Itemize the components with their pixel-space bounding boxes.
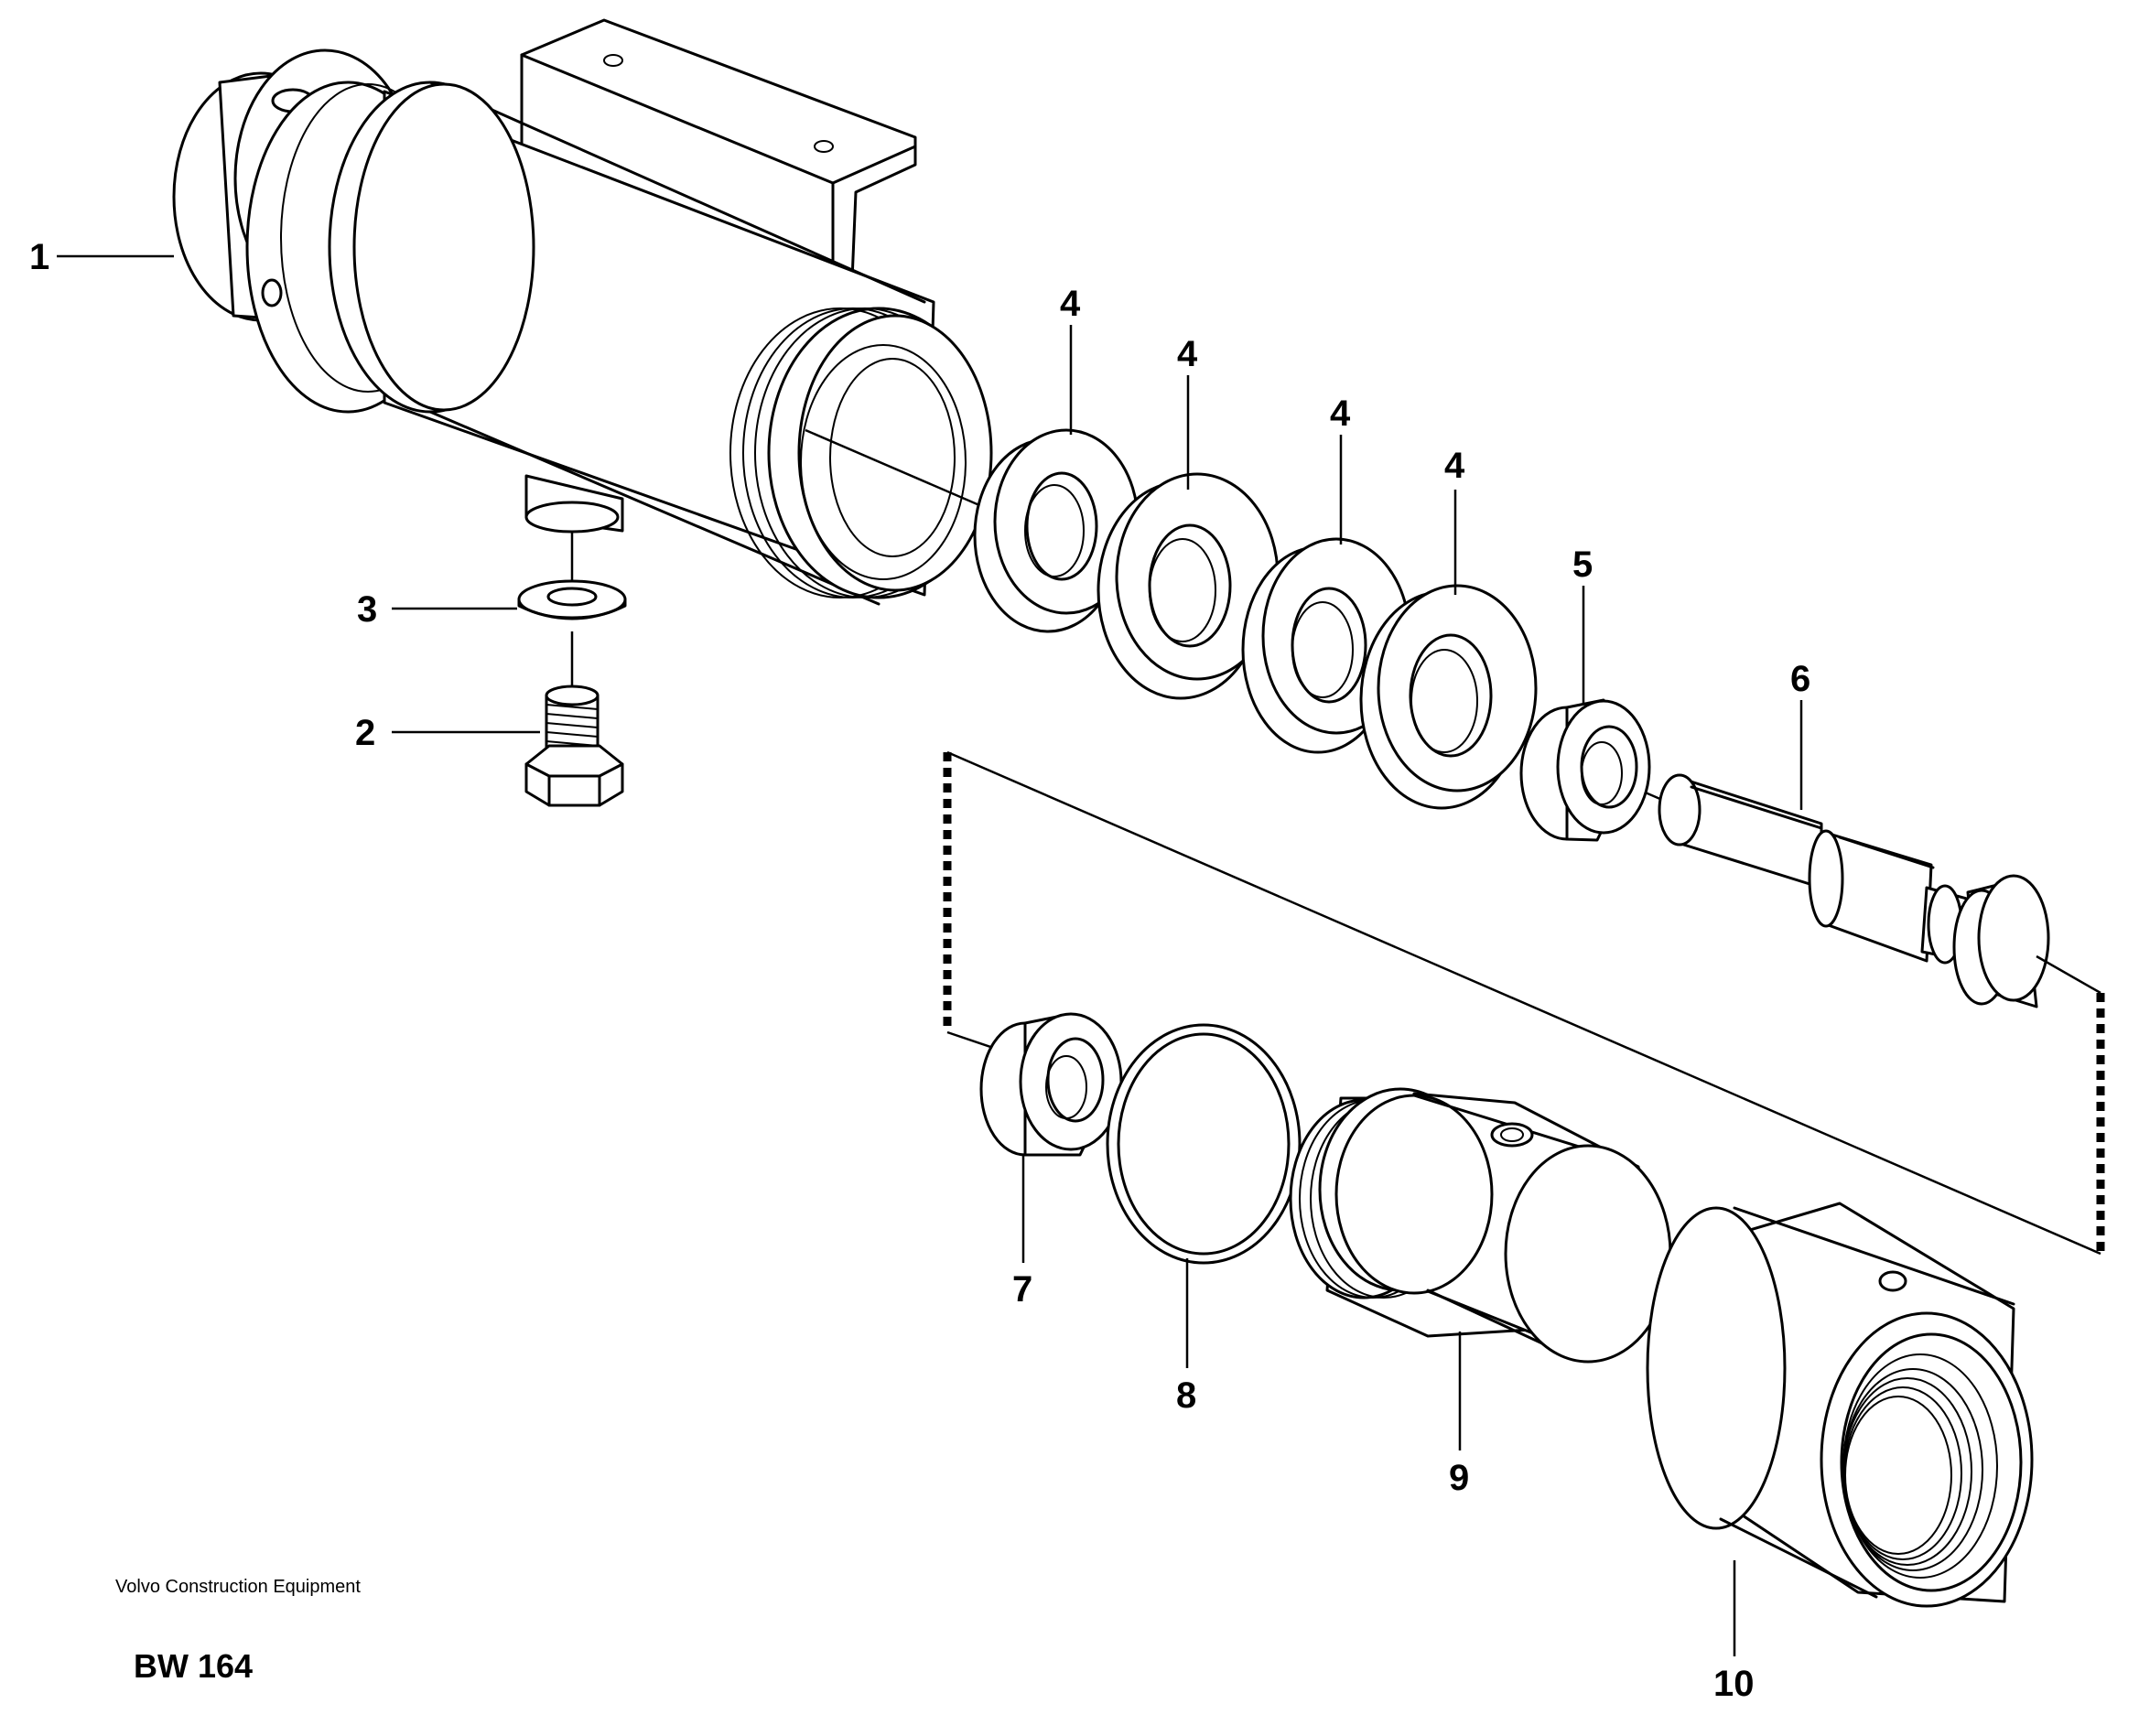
frame-line-upper [946, 750, 2101, 1256]
callout-2: 2 [355, 713, 375, 753]
part-4-seal-ring-d [1359, 584, 1538, 810]
brand-label: Volvo Construction Equipment [115, 1577, 361, 1597]
part-5-bushing [1519, 698, 1651, 842]
callout-7: 7 [1012, 1269, 1032, 1310]
callout-4-a: 4 [1060, 284, 1081, 324]
part-7-wiper [979, 1012, 1123, 1157]
part-6-piston-rod [1658, 773, 2050, 1008]
callout-10: 10 [1713, 1664, 1755, 1704]
callout-1: 1 [29, 237, 49, 277]
part-8-o-ring [1106, 1023, 1302, 1265]
callout-8: 8 [1176, 1375, 1196, 1416]
part-10-cap-nut [1646, 1202, 2034, 1608]
part-3-washer [517, 579, 627, 620]
callout-3: 3 [357, 589, 377, 630]
part-9-cylinder-head [1289, 1087, 1672, 1364]
part-4-seal-ring-b [1097, 472, 1280, 700]
callout-9: 9 [1449, 1458, 1469, 1498]
callout-4-b: 4 [1177, 334, 1198, 374]
callout-6: 6 [1790, 659, 1810, 699]
part-2-drain-plug [524, 685, 624, 807]
part-1-cylinder-housing [172, 18, 993, 606]
leader-lines [57, 254, 1803, 1656]
callout-5: 5 [1572, 545, 1593, 585]
callout-4-d: 4 [1444, 446, 1465, 486]
part-4-seal-ring-c [1241, 537, 1411, 754]
drawing-reference: BW 164 [134, 1647, 254, 1685]
rod-axis-line [2036, 954, 2101, 995]
callout-4-c: 4 [1330, 394, 1351, 434]
callout-numbers: 1 2 3 4 4 4 4 5 6 7 8 9 10 [29, 237, 1810, 1704]
